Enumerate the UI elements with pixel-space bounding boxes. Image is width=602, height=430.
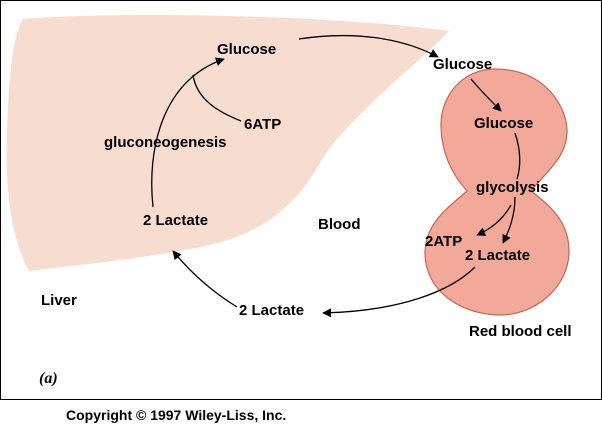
- label-rbc-glucose: Glucose: [474, 115, 534, 132]
- diagram-canvas: [6, 15, 570, 318]
- label-gluconeogenesis: gluconeogenesis: [104, 134, 227, 151]
- arrow-rbc-glucose-to-glycolysis: [514, 132, 521, 180]
- arrow-gluconeogenesis: [151, 57, 225, 208]
- label-red-blood-cell: Red blood cell: [469, 323, 572, 340]
- arrow-blood-glucose-to-rbc: [470, 78, 502, 112]
- label-blood-glucose: Glucose: [433, 56, 493, 73]
- label-atp-output: 2ATP: [425, 233, 463, 250]
- label-liver-glucose: Glucose: [217, 41, 277, 58]
- label-liver: Liver: [41, 292, 77, 309]
- label-glycolysis: glycolysis: [476, 179, 549, 196]
- arrow-blood-lactate-to-liver: [172, 250, 238, 308]
- label-blood-lactate: 2 Lactate: [239, 302, 305, 319]
- arrow-glycolysis-to-atp: [476, 204, 512, 236]
- liver-shape: [6, 15, 449, 271]
- panel-letter: (a): [39, 370, 58, 387]
- arrow-liver-glucose-to-blood: [298, 34, 439, 58]
- label-blood: Blood: [318, 216, 361, 233]
- arrow-atp-input: [192, 74, 242, 122]
- arrow-rbc-lactate-to-blood: [322, 266, 476, 318]
- red-blood-cell-shape: [424, 68, 570, 316]
- label-liver-lactate: 2 Lactate: [143, 212, 209, 229]
- label-rbc-lactate: 2 Lactate: [465, 247, 531, 264]
- diagram-frame: Glucose 6ATP gluconeogenesis 2 Lactate B…: [0, 0, 602, 400]
- arrow-glycolysis-to-lactate: [502, 196, 516, 244]
- copyright-notice: Copyright © 1997 Wiley-Liss, Inc.: [66, 407, 287, 423]
- label-atp-input: 6ATP: [244, 116, 282, 133]
